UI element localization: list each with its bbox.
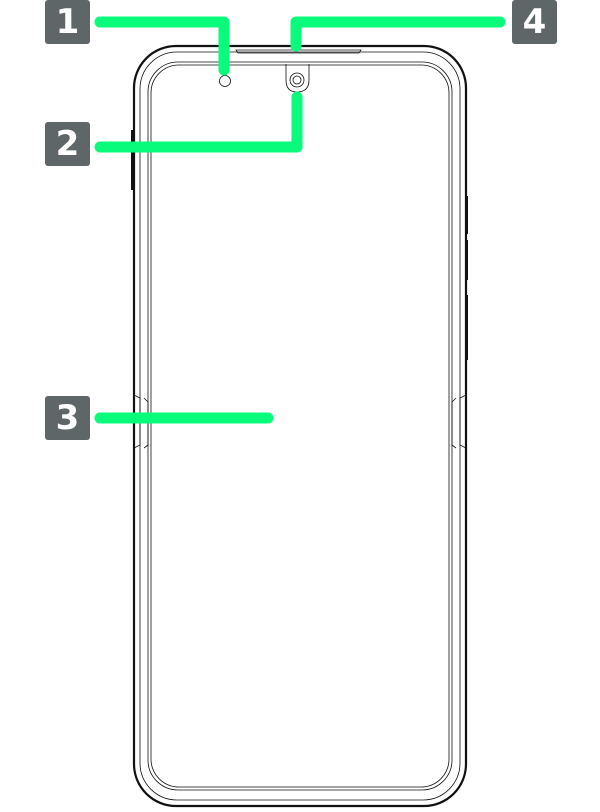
right-hinge	[459, 394, 467, 449]
leader-line-4	[290, 16, 506, 52]
callout-badge-3: 3	[45, 396, 90, 440]
leader-lines	[94, 16, 506, 424]
earpiece-speaker	[235, 49, 362, 54]
leader-line-1	[94, 16, 230, 76]
front-camera	[289, 72, 305, 88]
callout-badge-4: 4	[512, 0, 557, 44]
sensor	[219, 75, 231, 87]
camera-notch	[285, 64, 310, 93]
leader-line-2	[94, 91, 303, 153]
callout-badge-1: 1	[45, 0, 90, 44]
side-buttons	[131, 130, 468, 360]
callout-badge-2: 2	[45, 122, 90, 166]
